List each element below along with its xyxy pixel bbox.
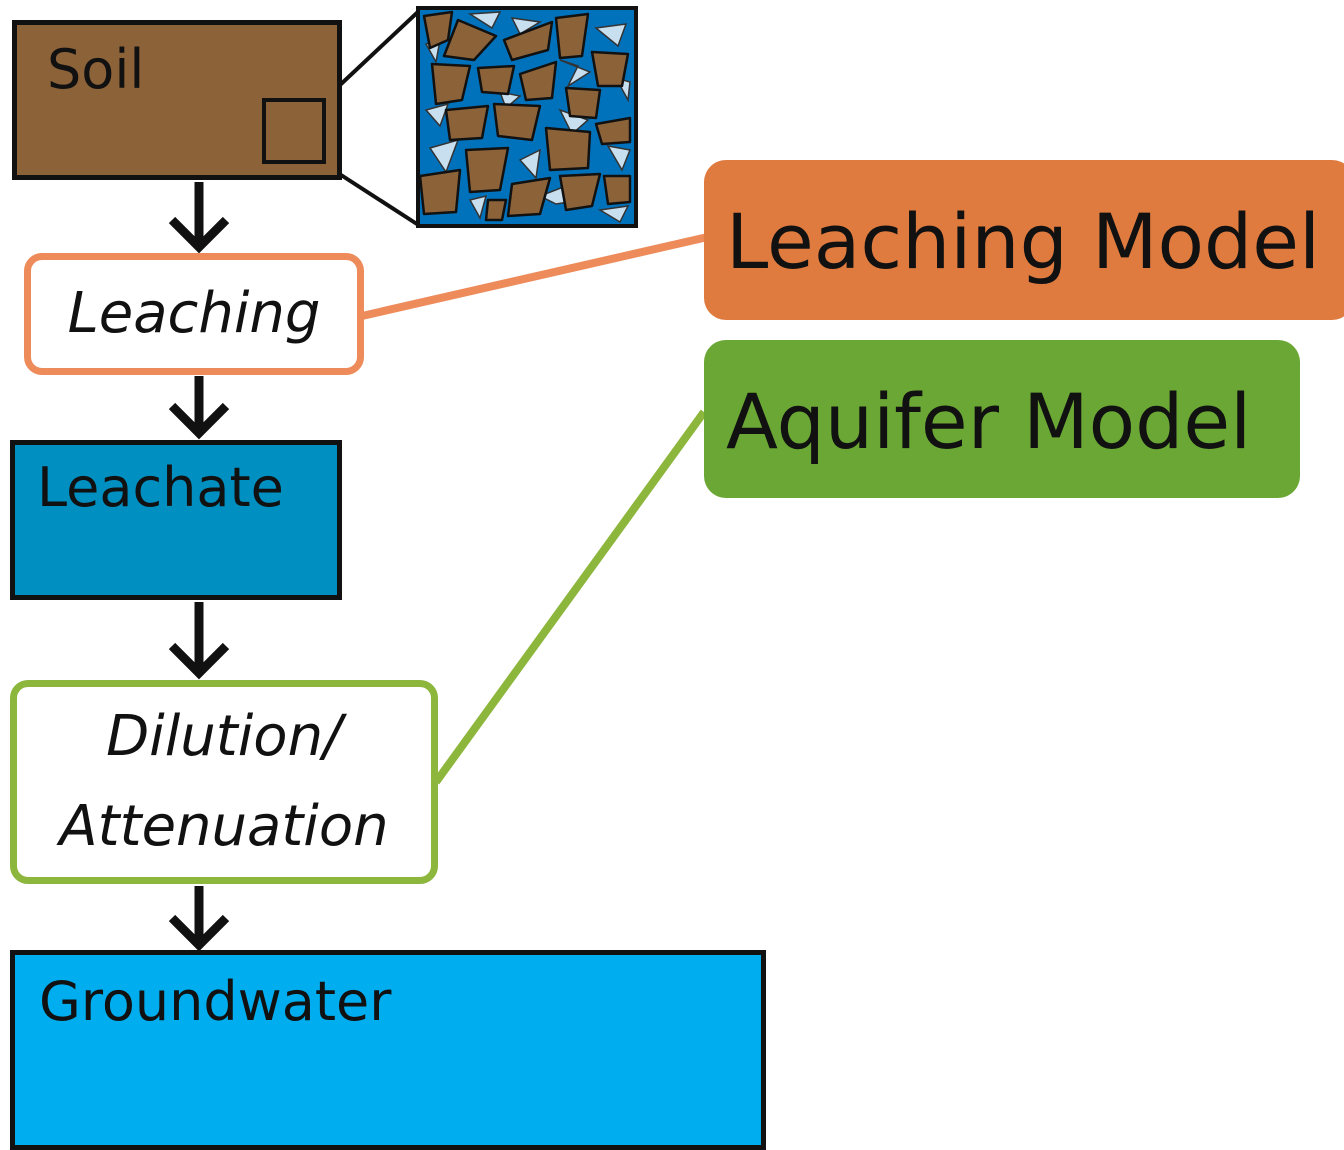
- soil-label: Soil: [47, 38, 145, 101]
- aquifer-model-label: Aquifer Model: [726, 377, 1252, 466]
- arrow-down-icon: [168, 602, 230, 680]
- leaching-model-connector: [361, 232, 713, 320]
- soil-box: Soil: [12, 20, 342, 180]
- arrow-down-icon: [168, 376, 230, 440]
- dilution-label: Dilution/: [106, 704, 342, 769]
- arrow-down-icon: [168, 886, 230, 952]
- leachate-label: Leachate: [37, 456, 284, 519]
- leaching-process-box: Leaching: [24, 253, 364, 375]
- attenuation-label: Attenuation: [59, 794, 389, 859]
- leachate-box: Leachate: [10, 440, 342, 600]
- arrow-down-icon: [168, 182, 230, 254]
- groundwater-label: Groundwater: [39, 970, 392, 1033]
- aquifer-model-connector: [432, 409, 708, 785]
- leaching-model-label: Leaching Model: [726, 197, 1321, 286]
- dilution-attenuation-box: Dilution/ Attenuation: [10, 680, 438, 884]
- groundwater-box: Groundwater: [10, 950, 766, 1150]
- leaching-model-box: Leaching Model: [704, 160, 1344, 320]
- aquifer-model-box: Aquifer Model: [704, 340, 1300, 498]
- leaching-label: Leaching: [67, 281, 321, 346]
